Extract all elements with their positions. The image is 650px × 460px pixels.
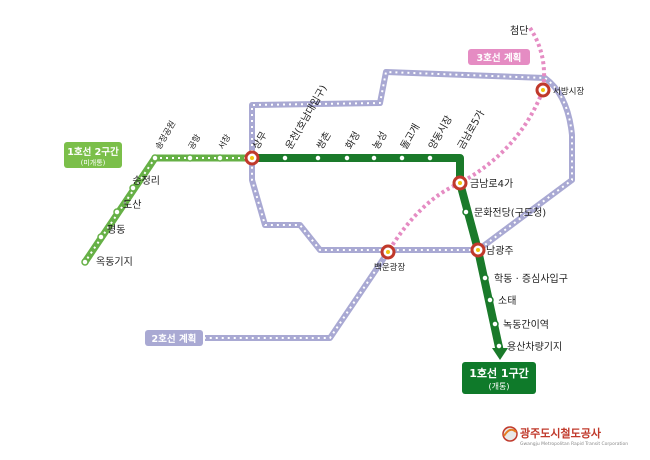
transfer-icon-seobang[interactable] — [535, 82, 551, 98]
logo-sub: Gwangju Metropolitan Rapid Transit Corpo… — [520, 441, 628, 447]
badge-line1-phase2: 1호선 2구간 (미개통) — [64, 142, 122, 168]
badge-line1-phase1-sub: (개통) — [489, 381, 510, 391]
station-namgwangju[interactable]: 남광주 — [486, 245, 514, 257]
station-dot[interactable] — [186, 154, 194, 162]
station-nongseong[interactable]: 농성 — [370, 130, 390, 152]
station-geumnam5[interactable]: 금남로5가 — [455, 108, 487, 151]
station-pyeongdong[interactable]: 평동 — [107, 224, 125, 236]
station-songjeongri[interactable]: 송정리 — [132, 175, 160, 187]
station-dot[interactable] — [314, 154, 322, 162]
station-dot[interactable] — [281, 154, 289, 162]
station-dot[interactable] — [343, 154, 351, 162]
station-hwajeong[interactable]: 화정 — [343, 130, 363, 152]
station-dot[interactable] — [398, 154, 406, 162]
station-cheomdan[interactable]: 첨단 — [510, 25, 528, 37]
station-dot[interactable] — [495, 342, 503, 350]
station-airport[interactable]: 공항 — [187, 133, 204, 152]
station-nokdong[interactable]: 녹동간이역 — [503, 319, 549, 331]
station-dot[interactable] — [97, 233, 105, 241]
station-dot[interactable] — [462, 208, 470, 216]
line1-phase2-route — [82, 154, 252, 264]
logo-name: 광주도시철도공사 — [520, 426, 602, 440]
station-dot[interactable] — [151, 154, 159, 162]
station-geukrak[interactable]: 서창 — [217, 133, 234, 152]
station-ssangchon[interactable]: 쌍촌 — [314, 130, 334, 152]
station-dot[interactable] — [426, 154, 434, 162]
badge-line3-title: 3호선 계획 — [477, 52, 522, 64]
station-hakdong[interactable]: 학동 · 증심사입구 — [494, 272, 568, 285]
transfer-stations — [244, 82, 551, 260]
line1-phase2-stations — [81, 154, 224, 266]
badge-line1-phase2-sub: (미개통) — [81, 158, 106, 167]
line1-stations — [281, 154, 503, 350]
station-dot[interactable] — [113, 208, 121, 216]
transfer-icon-geumnam5[interactable] — [452, 175, 468, 191]
station-dot[interactable] — [81, 258, 89, 266]
station-baekun[interactable]: 백운광장 — [374, 262, 405, 273]
station-seobang[interactable]: 서방시장 — [553, 86, 584, 97]
station-dot[interactable] — [129, 184, 137, 192]
station-songjeong-park[interactable]: 송정공원 — [153, 119, 178, 152]
transfer-icon-sangmu[interactable] — [244, 150, 260, 166]
badge-line3: 3호선 계획 — [468, 49, 530, 65]
station-geumnam4[interactable]: 금남로4가 — [470, 178, 513, 190]
transfer-icon-baekun[interactable] — [380, 244, 396, 260]
station-dot[interactable] — [481, 274, 489, 282]
station-yongsan[interactable]: 용산차량기지 — [507, 341, 562, 353]
station-sotae[interactable]: 소태 — [498, 295, 516, 307]
transfer-icon-namgwangju[interactable] — [470, 242, 486, 258]
station-dot[interactable] — [486, 296, 494, 304]
badge-line2: 2호선 계획 — [145, 330, 203, 346]
station-dosan[interactable]: 도산 — [123, 199, 141, 211]
badge-line1-phase1: 1호선 1구간 (개통) — [462, 362, 536, 394]
station-dolgogae[interactable]: 돌고개 — [398, 122, 422, 152]
station-yangdong[interactable]: 양동시장 — [426, 114, 455, 152]
station-dot[interactable] — [216, 154, 224, 162]
badge-line2-title: 2호선 계획 — [152, 333, 197, 345]
company-logo: 광주도시철도공사 Gwangju Metropolitan Rapid Tran… — [502, 426, 628, 447]
line2-route — [205, 69, 575, 341]
line3-route — [386, 26, 547, 254]
station-okdong[interactable]: 옥동기지 — [96, 256, 133, 268]
badge-line1-phase2-title: 1호선 2구간 — [67, 146, 119, 158]
badge-line1-phase1-title: 1호선 1구간 — [469, 366, 529, 380]
station-dot[interactable] — [370, 154, 378, 162]
station-dot[interactable] — [491, 320, 499, 328]
station-munhwa[interactable]: 문화전당(구도청) — [474, 207, 546, 219]
